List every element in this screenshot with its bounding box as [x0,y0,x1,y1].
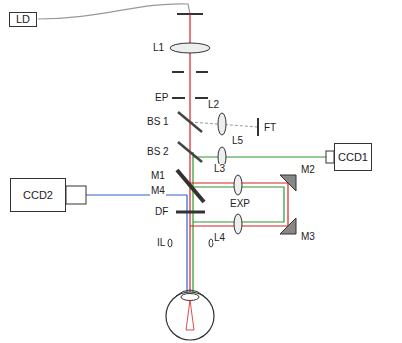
green-beam [192,152,193,296]
part-label: EXP [229,199,251,209]
camera-box: CCD2 [10,178,66,212]
beam-splitter [178,112,202,132]
part-label: FT [263,123,277,133]
part-label: L5 [231,136,244,146]
eye [166,292,214,340]
node-text: LD [16,14,30,25]
camera-lens [66,186,86,204]
aperture [172,71,184,73]
green-beam [193,156,326,157]
node-text: CCD1 [338,152,368,163]
optical-fiber [38,4,190,19]
dichroic-filter [176,211,205,214]
part-label: M2 [300,165,316,175]
eye-lens [181,294,199,301]
camera-lens [326,151,334,163]
lens [218,113,226,135]
pupil-stop [195,97,208,99]
lens [170,43,210,53]
mirror [280,218,296,234]
mirror [177,170,204,202]
pupil-stop [172,97,185,99]
cornea [176,290,204,296]
part-label: M4 [150,186,166,196]
part-label: DF [154,207,169,217]
part-label: L3 [213,164,226,174]
red-beam [189,14,190,296]
part-label: L1 [152,43,165,53]
lens [234,175,242,195]
beam-splitter [178,142,202,162]
laser-box: LD [9,12,37,27]
camera-box: CCD1 [334,143,372,171]
part-label: M1 [150,171,166,181]
part-label: EP [154,93,169,103]
red-beam [186,300,194,330]
part-label: L2 [207,100,220,110]
aperture [196,71,208,73]
led [168,239,172,247]
node-text: CCD2 [23,190,53,201]
part-label: BS 2 [146,147,170,157]
part-label: M3 [300,232,316,242]
mirror [280,175,296,191]
fixation-target [257,118,259,136]
part-label: IL [156,238,166,248]
blue-beam [86,194,187,195]
part-label: BS 1 [146,117,170,127]
part-label: L4 [213,233,226,243]
blue-beam [186,195,187,296]
lens [234,214,242,234]
